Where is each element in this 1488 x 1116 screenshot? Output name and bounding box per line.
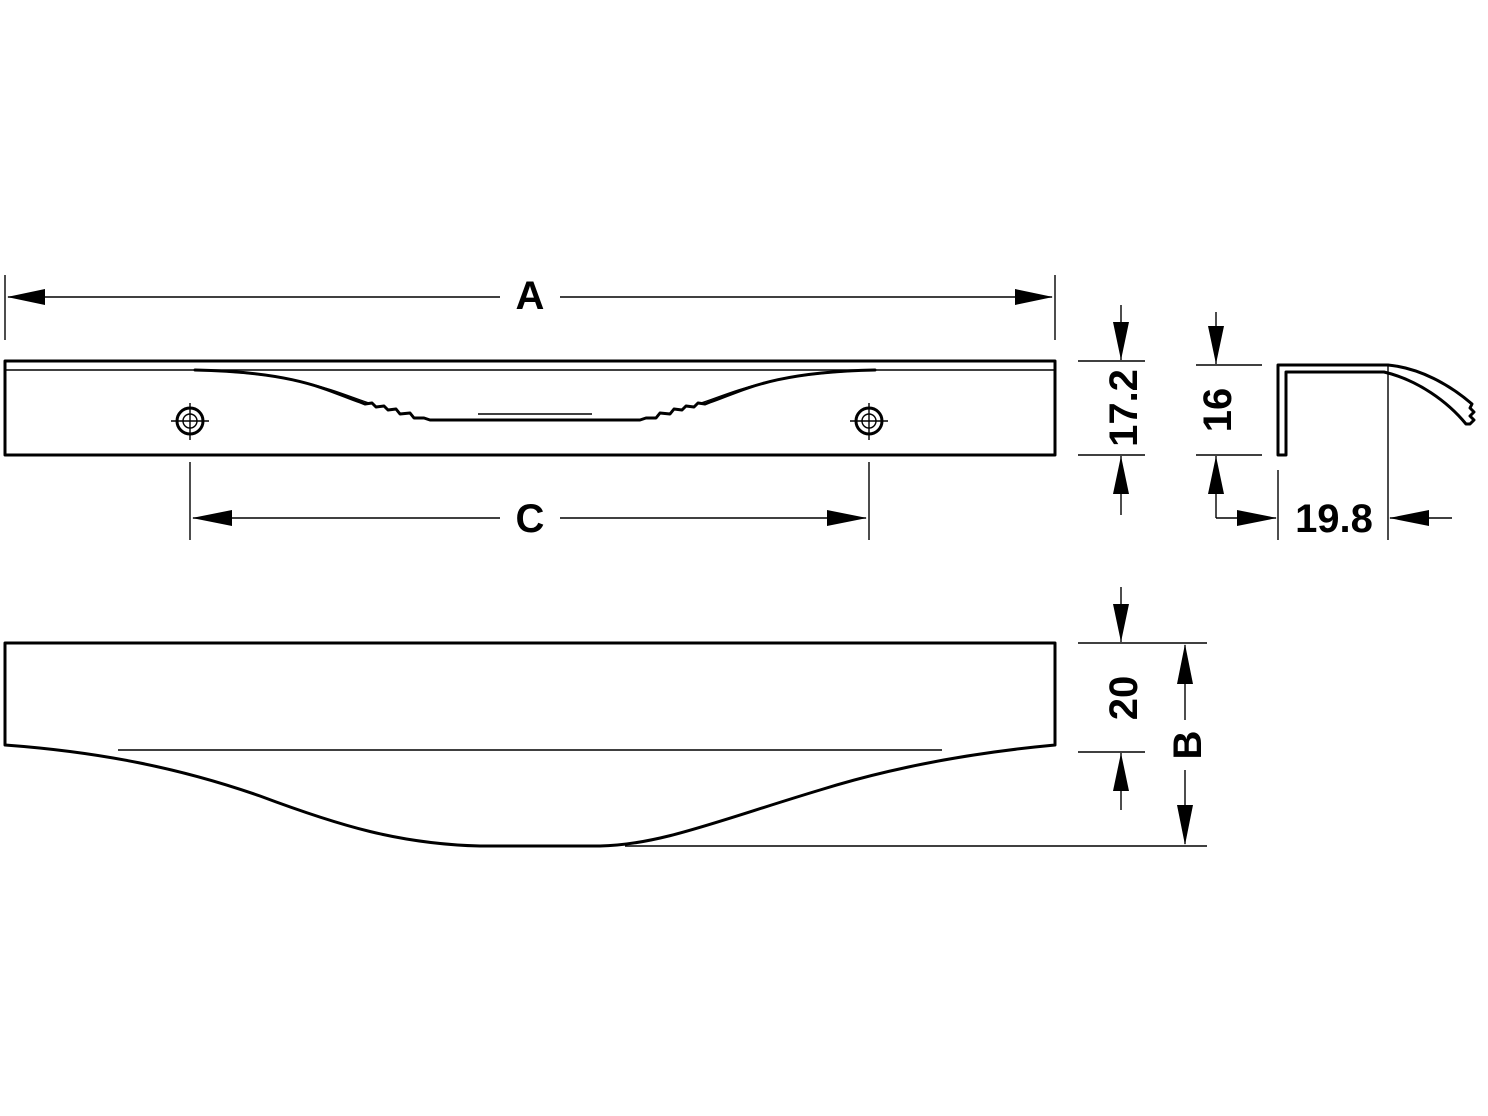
left-mounting-hole-icon xyxy=(171,403,209,440)
grip-recess-curve xyxy=(193,368,877,422)
top-view xyxy=(3,641,1207,848)
front-view-outline xyxy=(3,359,1057,457)
dimension-c: C xyxy=(189,462,870,541)
front-view xyxy=(3,359,1057,457)
grip-recess-inner-curve xyxy=(214,370,856,405)
dimension-19-8: 19.8 xyxy=(1237,497,1452,541)
dimension-20-label: 20 xyxy=(1102,676,1146,721)
dimension-c-label: C xyxy=(516,497,545,541)
side-profile-shape xyxy=(1276,363,1476,457)
dimension-17-2-label: 17.2 xyxy=(1102,369,1146,447)
right-mounting-hole-icon xyxy=(850,403,888,440)
dimension-20: 20 xyxy=(1078,587,1207,810)
dimension-b: B xyxy=(1166,644,1210,845)
dimension-16: 16 xyxy=(1196,312,1276,519)
top-view-outline xyxy=(3,641,1057,848)
dimension-17-2: 17.2 xyxy=(1078,305,1146,515)
dimension-b-label: B xyxy=(1166,731,1210,760)
dimension-16-label: 16 xyxy=(1196,388,1240,433)
side-profile xyxy=(1276,363,1476,540)
dimension-a-label: A xyxy=(516,274,545,318)
dimension-a: A xyxy=(4,274,1056,340)
dimension-19-8-label: 19.8 xyxy=(1295,497,1373,541)
